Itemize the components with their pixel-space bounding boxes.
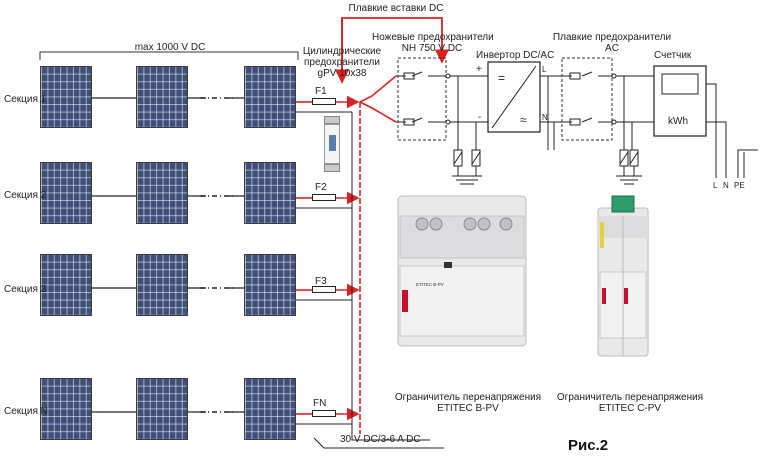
pv-panel (244, 378, 296, 440)
fuse-rating-label: 30 V DC/3-6 A DC (340, 434, 421, 445)
terminal-n: N (542, 113, 548, 122)
fuse-symbol (312, 410, 336, 417)
section-n-label: Секция N (4, 406, 48, 417)
rating-leader (313, 437, 444, 449)
pv-panel (244, 162, 296, 224)
cylindrical-fuse-icon (324, 116, 340, 172)
pv-panel (136, 378, 188, 440)
dc-bus (450, 75, 488, 150)
meter-box (653, 65, 707, 137)
fuse-output-arrows (336, 95, 360, 421)
negative-wires (296, 111, 430, 441)
fuse-symbol (312, 98, 336, 105)
pv-panel (136, 162, 188, 224)
fuse-symbol (312, 194, 336, 201)
array-voltage-label: max 1000 V DC (134, 42, 206, 53)
string-dashes (200, 97, 236, 413)
output-pe: PE (734, 181, 745, 190)
pv-panel (40, 254, 92, 316)
meter-unit: kWh (668, 116, 688, 127)
inverter-label: Инвертор DC/AC (476, 50, 555, 61)
surge-protector-c-pv (597, 195, 649, 357)
pv-panel (136, 254, 188, 316)
output-n: N (723, 181, 729, 190)
terminal-plus: + (476, 64, 482, 75)
pv-panel (40, 378, 92, 440)
fuse-fn-label: FN (313, 398, 327, 409)
fuse-f1-label: F1 (315, 86, 327, 97)
svg-text:=: = (498, 71, 505, 85)
ac-bus (540, 75, 562, 150)
pv-panel (136, 66, 188, 128)
ac-fuse-switches (562, 71, 654, 150)
pv-panel (40, 162, 92, 224)
figure-label: Рис.2 (568, 437, 609, 454)
fuse-f3-label: F3 (315, 276, 327, 287)
voltage-bracket (39, 51, 299, 60)
c-pv-caption: Ограничитель перенапряжения ETITEC C-PV (556, 392, 704, 414)
section-3-label: Секция 3 (4, 284, 47, 295)
b-pv-caption: Ограничитель перенапряжения ETITEC B-PV (394, 392, 542, 414)
fuse-symbol (312, 286, 336, 293)
dc-fuses-label: Плавкие вставки DC (348, 3, 444, 14)
nh-fuse-switches (396, 71, 451, 126)
ac-fuses-label: Плавкие предохранители AC (552, 32, 672, 54)
output-l: L (713, 181, 718, 190)
nh-fuses-label: Ножевые предохранители NH 750 V DC (372, 32, 494, 54)
section-1-label: Секция 1 (4, 94, 47, 105)
ac-fuse-box (561, 57, 613, 141)
fuse-f2-label: F2 (315, 182, 327, 193)
string-wiring (92, 97, 244, 413)
pv-panel (40, 66, 92, 128)
pv-panel (244, 254, 296, 316)
cylindrical-fuses-label: Цилиндрические предохранители gPV 10x38 (302, 46, 382, 79)
pv-panel (244, 66, 296, 128)
busbar-fan (359, 75, 397, 123)
section-2-label: Секция 2 (4, 190, 47, 201)
svg-text:ETITEC B-PV: ETITEC B-PV (416, 282, 444, 287)
positive-wires (296, 101, 312, 415)
meter-label: Счетчик (654, 50, 692, 61)
nh-fuse-box (397, 57, 447, 141)
surge-protector-b-pv: ETITEC B-PV (397, 195, 527, 347)
terminal-minus: - (478, 112, 482, 123)
surge-symbols (452, 149, 642, 185)
svg-text:≈: ≈ (520, 113, 527, 127)
terminal-l: L (542, 65, 547, 74)
